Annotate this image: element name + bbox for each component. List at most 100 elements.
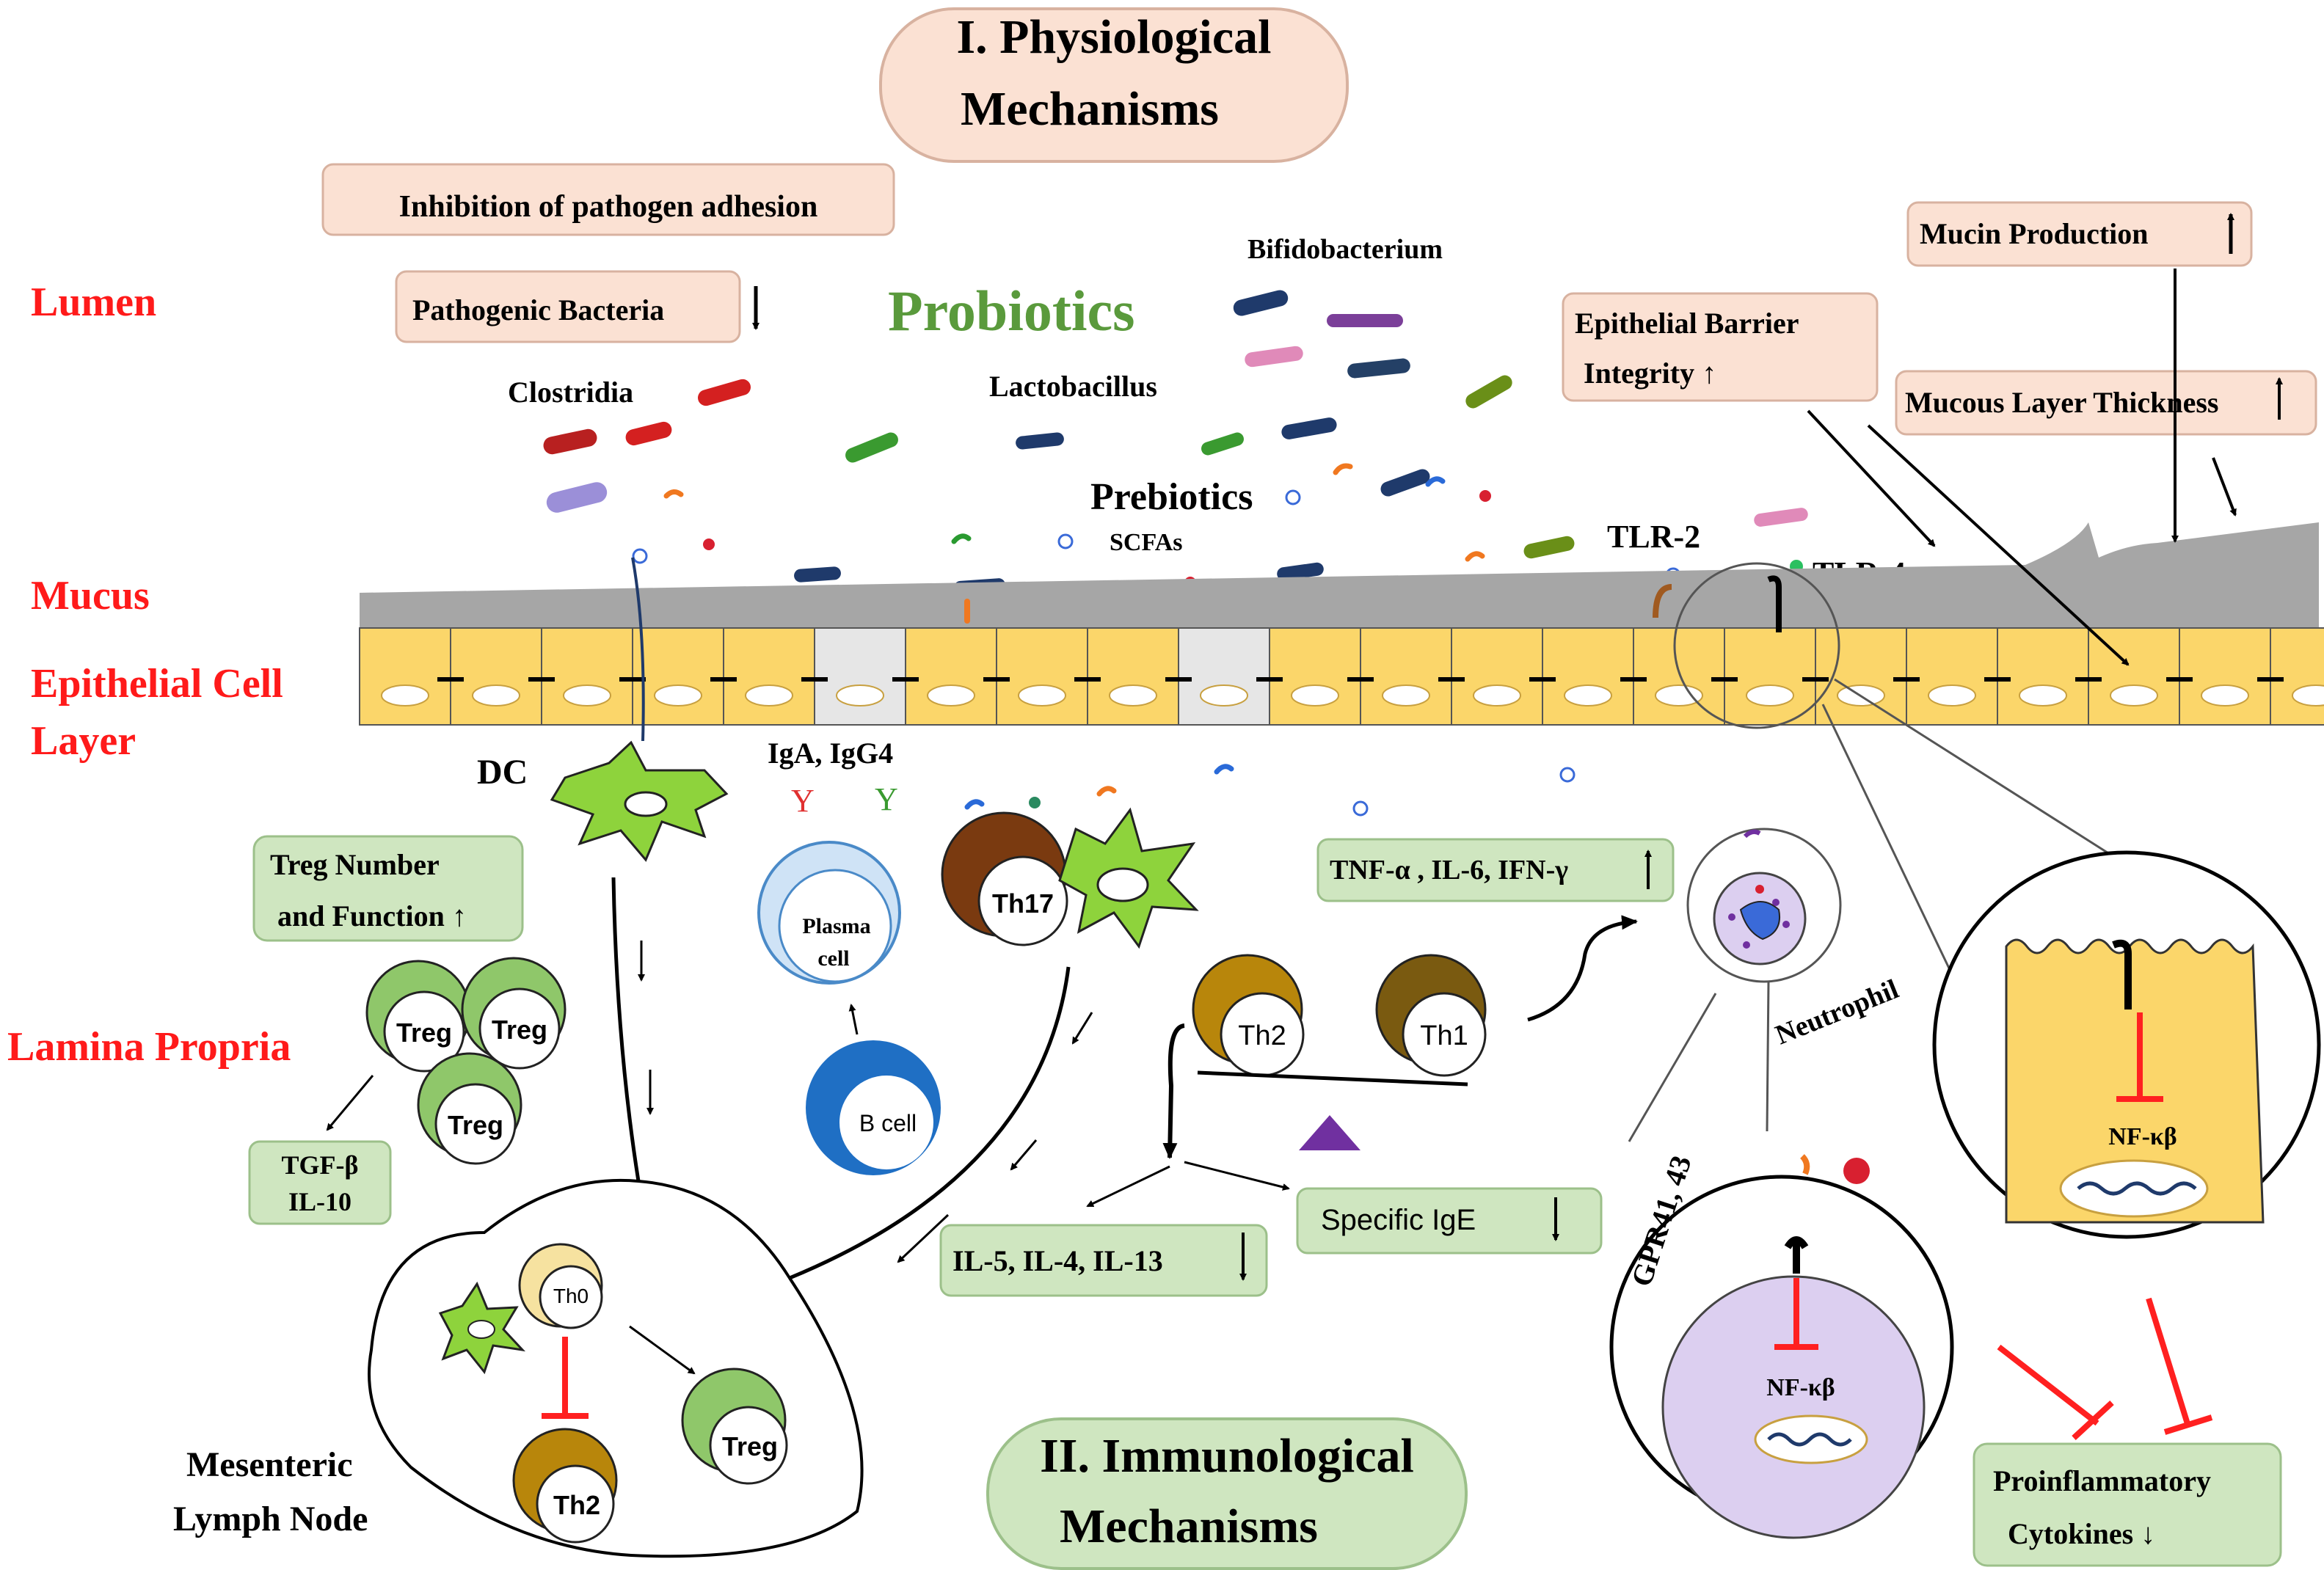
tlr2-label: TLR-2 xyxy=(1607,519,1700,555)
scfa-icon xyxy=(951,533,972,544)
lactobacillus-label: Lactobacillus xyxy=(989,370,1157,403)
lymphatic-paths xyxy=(611,877,1071,1280)
cell-nucleus xyxy=(1746,684,1794,706)
cell-nucleus xyxy=(927,684,975,706)
th0-label: Th0 xyxy=(553,1285,589,1307)
b-cell-label: B cell xyxy=(859,1110,917,1136)
iga-antibody-icon: Y xyxy=(791,783,815,819)
epithelial-cell xyxy=(2179,627,2271,726)
barrier-box: Epithelial Barrier Integrity ↑ xyxy=(1562,292,1879,402)
proinflammatory-box: Proinflammatory Cytokines ↓ xyxy=(1973,1442,2282,1567)
physiological-title-line2: Mechanisms xyxy=(961,82,1219,136)
tnf-box: TNF-α , IL-6, IFN-γ xyxy=(1316,838,1675,902)
treg-cell-inner xyxy=(383,990,465,1073)
cell-nucleus xyxy=(654,684,702,706)
cell-nucleus xyxy=(2201,684,2249,706)
cell-nucleus xyxy=(1382,684,1430,706)
epithelial-cell xyxy=(1997,627,2089,726)
immunological-title: II. Immunological Mechanisms xyxy=(986,1417,1468,1570)
il5-box: IL-5, IL-4, IL-13 xyxy=(939,1224,1268,1297)
bacterium-icon xyxy=(625,421,672,446)
cell-nucleus xyxy=(1928,684,1976,706)
cell-nucleus xyxy=(2292,684,2324,706)
epithelial-cell xyxy=(1724,627,1816,726)
il5-text: IL-5, IL-4, IL-13 xyxy=(952,1244,1163,1277)
mucous-layer-box: Mucous Layer Thickness xyxy=(1895,370,2317,436)
bacterium-icon xyxy=(543,428,597,455)
inhibit-icon xyxy=(1774,1278,1818,1350)
tgf-line1: TGF-β xyxy=(282,1150,359,1180)
scfa-icon xyxy=(663,489,684,499)
bacterium-icon xyxy=(1277,562,1324,581)
cytokine-inhibitors xyxy=(1997,1297,2213,1440)
treg-cell-mln: Treg xyxy=(681,1368,788,1485)
epithelial-cell xyxy=(632,627,724,726)
th17-cell: Th17 xyxy=(941,811,1068,946)
balance-beam xyxy=(1197,1070,1468,1087)
plasma-cell-label-line2: cell xyxy=(817,946,849,971)
bacteria-group xyxy=(543,290,1808,594)
epithelial-cell xyxy=(1087,627,1179,726)
treg-cell-inner xyxy=(434,1083,517,1165)
scfa-molecules xyxy=(663,463,1485,810)
fulcrum-icon xyxy=(1299,1115,1360,1150)
epithelial-cell xyxy=(905,627,997,726)
epithelial-cell xyxy=(359,627,451,726)
th2-branch-arrow xyxy=(1162,1023,1185,1159)
b-cell: B cell xyxy=(806,1040,941,1175)
mucus-layer xyxy=(360,522,2319,628)
th1-to-neutrophil-arrow xyxy=(1527,915,1638,1022)
epithelial-cell xyxy=(1633,627,1725,726)
bacterium-icon xyxy=(1233,290,1289,316)
inhibit-icon xyxy=(2116,1012,2163,1102)
epithelial-cell xyxy=(1360,627,1452,726)
neutrophil xyxy=(1686,828,1842,983)
gpr-inset: NF-κβ GPR41, 43 xyxy=(1609,1151,1954,1539)
immunological-title-line1: II. Immunological xyxy=(1040,1429,1414,1483)
epithelial-cell-layer xyxy=(359,627,2324,726)
mln-label-line1: Mesenteric xyxy=(186,1445,353,1484)
scfa-icon xyxy=(964,799,985,810)
epithelial-cell xyxy=(1451,627,1543,726)
epithelial-cell xyxy=(541,627,633,726)
dendritic-cell-2 xyxy=(1058,807,1199,949)
epithelial-inset: NF-κβ xyxy=(1932,850,2321,1239)
physiological-title-line1: I. Physiological xyxy=(956,10,1271,64)
lymph-node-outline xyxy=(368,1178,864,1558)
nfkb-label-epithelial: NF-κβ xyxy=(2108,1123,2177,1150)
goblet-cell xyxy=(814,627,906,726)
epithelial-cell xyxy=(450,627,542,726)
scfa-icon xyxy=(1333,463,1353,475)
th2-label: Th2 xyxy=(553,1490,600,1520)
effect-arrows xyxy=(1807,269,2237,666)
pathogenic-text: Pathogenic Bacteria xyxy=(412,293,664,326)
specific-ige-text: Specific IgE xyxy=(1321,1204,1476,1236)
nfkb-label-gpr: NF-κβ xyxy=(1766,1374,1835,1401)
treg-cell-inner xyxy=(478,987,561,1070)
cell-nucleus xyxy=(836,684,884,706)
bifidobacterium-label: Bifidobacterium xyxy=(1247,234,1443,265)
mucin-text: Mucin Production xyxy=(1920,217,2149,250)
bacterium-icon xyxy=(794,566,841,583)
epithelial-cell xyxy=(2270,627,2324,726)
plasma-cell-label-line1: Plasma xyxy=(802,914,870,938)
bacterium-icon xyxy=(546,482,608,513)
scfa-icon xyxy=(1096,786,1117,797)
treg-label: Treg xyxy=(492,1015,547,1045)
treg-label: Treg xyxy=(722,1431,778,1461)
epithelial-cell xyxy=(1815,627,1907,726)
physiological-title: I. Physiological Mechanisms xyxy=(879,7,1349,163)
neutrophil-label: Neutrophil xyxy=(1771,974,1904,1051)
bacterium-icon xyxy=(1380,469,1430,497)
cell-nucleus xyxy=(381,684,429,706)
treg-box-line2: and Function ↑ xyxy=(277,899,467,932)
bacterium-icon xyxy=(1201,432,1244,456)
dc-label: DC xyxy=(477,753,528,792)
igg4-antibody-icon: Y xyxy=(875,781,898,817)
cell-nucleus xyxy=(1018,684,1066,706)
cell-nucleus xyxy=(2110,684,2158,706)
treg-label: Treg xyxy=(396,1018,452,1048)
epithelial-cell xyxy=(996,627,1088,726)
epithelial-label-line1: Epithelial Cell xyxy=(31,661,283,706)
